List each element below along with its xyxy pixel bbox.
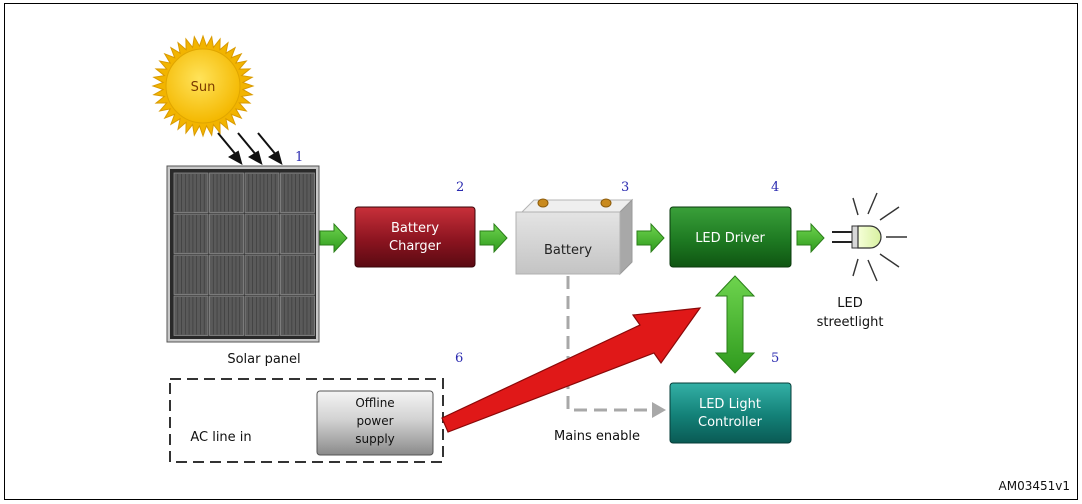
- ac-line-in-label: AC line in: [190, 430, 251, 445]
- led-streetlight-label-line2: streetlight: [817, 315, 884, 330]
- solar-cell: [173, 213, 209, 254]
- battery-terminal-icon: [537, 198, 549, 208]
- solar-cell: [244, 172, 280, 213]
- mains-enable-connection: [566, 276, 666, 418]
- solar-panel-label: Solar panel: [227, 352, 300, 367]
- battery-charger-label-line1: Battery: [391, 221, 439, 236]
- battery-terminal-icon: [600, 198, 612, 208]
- offline-power-supply-label-line3: supply: [355, 432, 395, 446]
- led-bulb-icon: [832, 225, 882, 249]
- arrow-charger-to-battery: [479, 222, 508, 254]
- led-light-controller-label-line1: LED Light: [699, 397, 761, 412]
- mains-enable-label: Mains enable: [554, 429, 640, 444]
- sun: Sun: [151, 34, 255, 138]
- solar-cell: [209, 213, 244, 254]
- sunlight-arrows: [217, 132, 283, 166]
- solar-cell: [280, 213, 315, 254]
- battery-charger-box: Battery Charger: [354, 206, 476, 268]
- arrow-driver-to-led: [796, 222, 825, 254]
- arrow-supply-to-driver: [441, 307, 702, 433]
- offline-power-supply-label-line2: power: [356, 414, 393, 428]
- step-number-1: 1: [295, 150, 303, 165]
- solar-cell: [209, 172, 244, 213]
- solar-cell: [209, 295, 244, 336]
- solar-cell: [280, 254, 315, 295]
- offline-power-supply-label-line1: Offline: [355, 396, 394, 410]
- solar-cell: [173, 172, 209, 213]
- solar-cell: [173, 295, 209, 336]
- step-number-5: 5: [771, 351, 779, 366]
- battery-icon: Battery: [515, 198, 634, 276]
- offline-power-supply-box: Offline power supply: [316, 390, 434, 456]
- arrow-panel-to-charger: [319, 222, 348, 254]
- solar-cell: [280, 295, 315, 336]
- battery-charger-label-line2: Charger: [389, 239, 442, 254]
- battery-label: Battery: [544, 243, 592, 258]
- led-light-controller-label-line2: Controller: [698, 415, 763, 430]
- figure-frame: [4, 3, 1078, 500]
- solar-panel: [166, 165, 320, 343]
- solar-cell: [280, 172, 315, 213]
- arrow-battery-to-driver: [636, 222, 665, 254]
- solar-cells: [173, 172, 315, 336]
- step-number-2: 2: [456, 180, 464, 195]
- led-driver-box: LED Driver: [669, 206, 792, 268]
- sun-label: Sun: [191, 80, 216, 95]
- figure-id: AM03451v1: [999, 479, 1070, 493]
- led-light-controller-box: LED Light Controller: [669, 382, 792, 444]
- step-number-3: 3: [621, 180, 629, 195]
- solar-cell: [244, 213, 280, 254]
- led-driver-label: LED Driver: [695, 231, 765, 246]
- solar-cell: [209, 254, 244, 295]
- led-streetlight-label-line1: LED: [837, 296, 862, 311]
- solar-cell: [244, 295, 280, 336]
- step-number-6: 6: [455, 351, 463, 366]
- light-rays: [852, 192, 907, 282]
- sun-icon: [165, 48, 241, 124]
- solar-cell: [244, 254, 280, 295]
- solar-cell: [173, 254, 209, 295]
- arrow-driver-controller-bidirectional: [714, 275, 756, 374]
- step-number-4: 4: [771, 180, 779, 195]
